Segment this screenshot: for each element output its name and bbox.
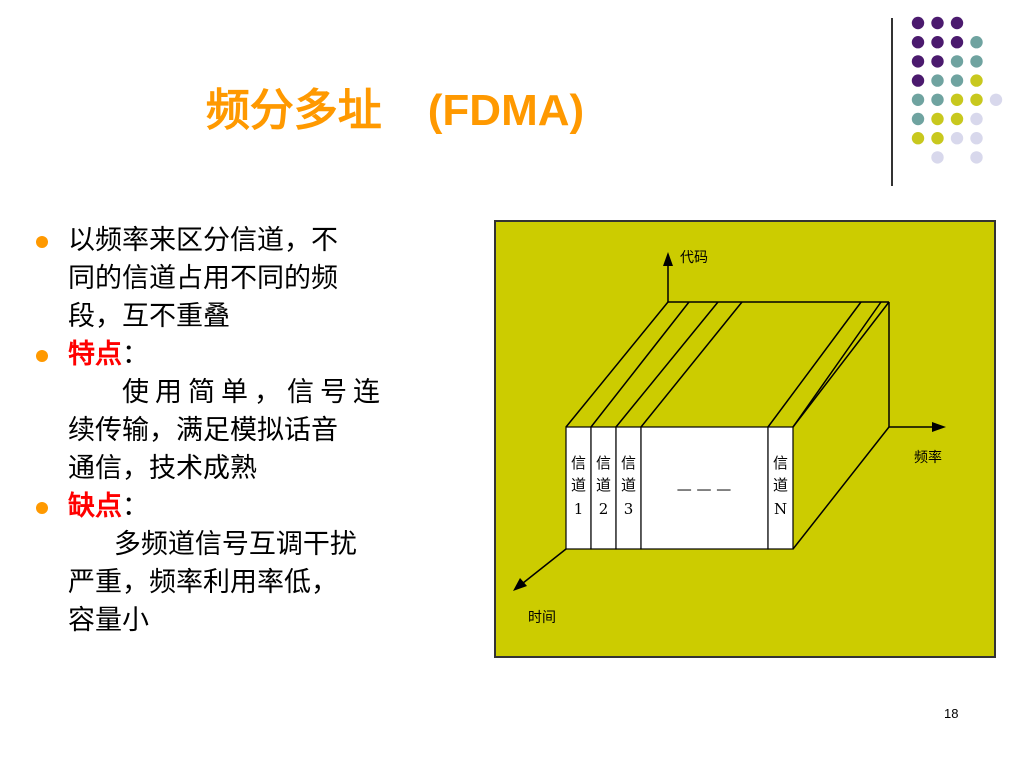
frequency-axis-label: 频率 xyxy=(914,449,942,466)
channel-3-label-a: 信 xyxy=(621,454,636,472)
channel-2-label-c: 2 xyxy=(599,500,609,518)
channel-ellipsis: — — — xyxy=(677,480,732,498)
decorative-dot xyxy=(931,74,944,87)
decorative-dot xyxy=(950,132,964,145)
decorative-dot xyxy=(970,55,983,68)
decorative-dot xyxy=(931,36,944,49)
decorative-dot xyxy=(931,55,944,68)
decorative-dot xyxy=(911,132,925,145)
bullet-disadvantages: 缺点： 多频道信号互调干扰 严重，频率利用率低， 容量小 xyxy=(36,488,456,640)
decorative-dot xyxy=(970,151,983,164)
channel-2-label-a: 信 xyxy=(596,454,611,472)
channel-1-label-a: 信 xyxy=(571,454,586,472)
channel-1-label-b: 道 xyxy=(571,476,586,494)
decorative-dot xyxy=(950,74,964,87)
channel-n-label-b: 道 xyxy=(773,476,788,494)
decorative-dot xyxy=(950,36,964,49)
decorative-dot xyxy=(989,93,1003,107)
time-axis-label: 时间 xyxy=(528,610,556,626)
decorative-dot xyxy=(950,112,964,126)
page-number: 18 xyxy=(944,706,959,721)
bullet-dot xyxy=(36,350,48,362)
decorative-dot xyxy=(931,151,944,164)
fdma-diagram: 代码 频率 时间 信 道 1 信 道 2 信 道 3 — — — 信 道 N xyxy=(494,220,996,658)
decorative-dot xyxy=(931,132,944,145)
disadvantages-label: 缺点 xyxy=(68,491,122,522)
channel-gap-panel xyxy=(640,426,769,550)
bullet-dot xyxy=(36,502,48,514)
decorative-dot xyxy=(931,112,944,126)
decorative-dot-grid xyxy=(911,16,1003,164)
decorative-dot xyxy=(911,36,925,49)
channel-n-label-c: N xyxy=(774,500,787,518)
decorative-dot xyxy=(911,74,925,87)
channel-2-panel xyxy=(590,426,617,550)
channel-n-panel xyxy=(767,426,794,550)
bullet-dot xyxy=(36,236,48,248)
decorative-divider xyxy=(891,18,893,186)
advantages-label: 特点 xyxy=(68,339,122,370)
decorative-dot xyxy=(970,36,983,49)
title-abbreviation: (FDMA) xyxy=(427,86,585,135)
time-axis-arrowhead xyxy=(513,578,527,591)
decorative-dot xyxy=(931,93,944,107)
code-axis-arrowhead xyxy=(663,252,673,266)
decorative-dot xyxy=(970,112,983,126)
channel-2-label-b: 道 xyxy=(596,476,611,494)
decorative-dot xyxy=(911,16,925,30)
decorative-dot xyxy=(970,132,983,145)
decorative-dot xyxy=(950,93,964,107)
channel-3-panel xyxy=(615,426,642,550)
bullet-advantages: 特点： 使用简单，信号连 续传输，满足模拟话音 通信，技术成熟 xyxy=(36,336,456,488)
slide-title: 频分多址 (FDMA) xyxy=(0,74,790,138)
channel-1-label-c: 1 xyxy=(574,500,584,518)
time-axis xyxy=(517,548,567,588)
title-chinese: 频分多址 xyxy=(205,85,382,136)
bullet-definition: 以频率来区分信道，不 同的信道占用不同的频 段，互不重叠 xyxy=(36,222,456,336)
decorative-dot xyxy=(931,16,944,30)
bullet-list: 以频率来区分信道，不 同的信道占用不同的频 段，互不重叠 特点： 使用简单，信号… xyxy=(36,222,456,640)
decorative-dot xyxy=(950,16,964,30)
code-axis-label: 代码 xyxy=(680,250,708,266)
fdma-diagram-svg: 代码 频率 时间 信 道 1 信 道 2 信 道 3 — — — 信 道 N xyxy=(513,250,946,626)
decorative-dot xyxy=(911,93,925,107)
decorative-dot xyxy=(911,112,925,126)
channel-3-label-c: 3 xyxy=(624,500,634,518)
decorative-dot xyxy=(911,55,925,68)
decorative-dot xyxy=(970,74,983,87)
frequency-axis-arrowhead xyxy=(932,422,946,432)
channel-n-label-a: 信 xyxy=(773,454,788,472)
channel-3-label-b: 道 xyxy=(621,476,636,494)
decorative-dot xyxy=(970,93,983,107)
decorative-dot xyxy=(950,55,964,68)
